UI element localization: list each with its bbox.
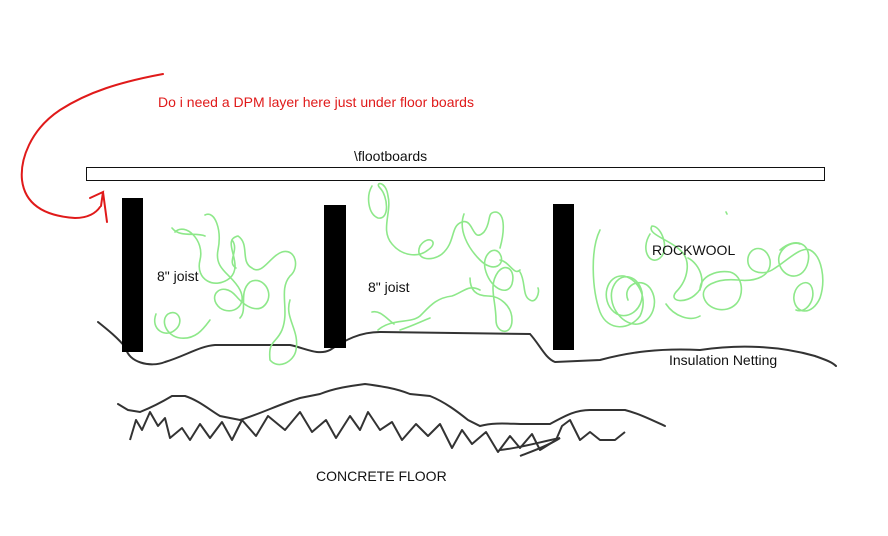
floorboards-rect (86, 167, 825, 181)
joist-label-2: 8" joist (368, 279, 410, 295)
insulation-netting-line (97, 321, 837, 367)
rockwool-scribble-6 (461, 213, 514, 333)
rockwool-scribble-3 (153, 311, 211, 339)
concrete-surface-line (117, 382, 666, 428)
rockwool-scribble-8 (371, 310, 431, 331)
rockwool-scribble-10 (645, 225, 703, 302)
rockwool-scribble-12 (665, 211, 810, 320)
rockwool-scribbles (153, 182, 824, 366)
rockwool-scribble-2 (204, 213, 270, 319)
joist-1 (122, 198, 143, 352)
concrete-scribble (499, 437, 561, 457)
floorboards-label: \flootboards (354, 148, 428, 164)
rockwool-scribble-7 (377, 259, 540, 331)
red-arrow-curve (20, 73, 164, 220)
concrete-texture-line (129, 411, 626, 453)
question-annotation: Do i need a DPM layer here just under fl… (158, 94, 474, 110)
rockwool-scribble-4 (171, 227, 237, 269)
rockwool-scribble-9 (592, 229, 656, 328)
rockwool-scribble-11 (699, 247, 824, 312)
rockwool-label: ROCKWOOL (652, 242, 736, 258)
concrete-floor-label: CONCRETE FLOOR (316, 468, 447, 484)
rockwool-scribble-5 (367, 182, 505, 260)
joist-2 (324, 205, 346, 348)
joist-3 (553, 204, 574, 350)
joist-label-1: 8" joist (157, 268, 199, 284)
rockwool-scribble-1 (174, 228, 298, 366)
red-arrow-head (89, 190, 108, 223)
insulation-netting-label: Insulation Netting (669, 352, 778, 368)
